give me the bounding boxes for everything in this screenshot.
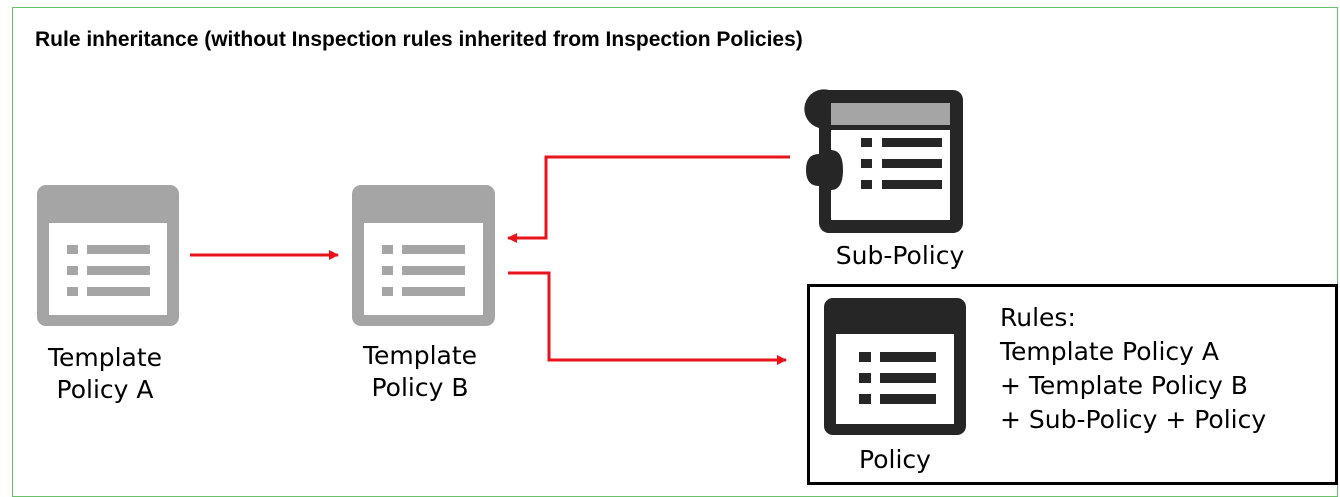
rule-line: + Sub-Policy + Policy <box>1000 405 1267 434</box>
template-policy-a-icon[interactable] <box>37 185 179 326</box>
sub-policy-label: Sub-Policy <box>835 241 965 270</box>
template-policy-b-label: Template Policy B <box>362 341 478 402</box>
rules-list: Rules: Template Policy A + Template Poli… <box>1000 301 1266 437</box>
diagram-title: Rule inheritance (without Inspection rul… <box>35 28 803 51</box>
sub-policy-puzzle-icon[interactable] <box>804 89 963 233</box>
template-policy-b-icon[interactable] <box>352 185 495 326</box>
arrow-b-to-policy <box>508 271 787 365</box>
rule-line: Template Policy A <box>1000 337 1219 366</box>
policy-icon[interactable] <box>824 298 966 440</box>
arrow-sub-to-b <box>507 155 790 243</box>
policy-label: Policy <box>859 445 931 474</box>
template-policy-a-label: Template Policy A <box>47 343 163 404</box>
rules-heading: Rules: <box>1000 303 1076 332</box>
rule-line: + Template Policy B <box>1000 371 1248 400</box>
diagram-canvas <box>37 89 963 365</box>
